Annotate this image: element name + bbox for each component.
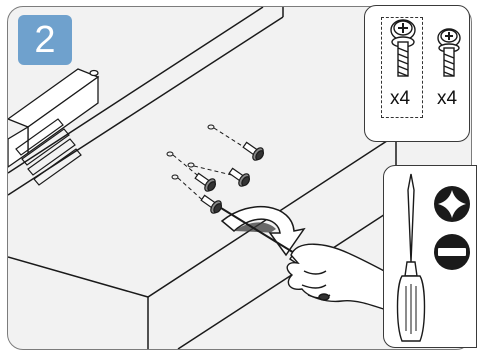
screw-holes <box>167 125 214 179</box>
screws-in-scene <box>193 139 266 216</box>
slotted-drive-icon <box>434 234 470 270</box>
step-number-badge: 2 <box>18 15 72 65</box>
screwdriver-icon <box>398 174 425 341</box>
screw-quantity-1: x4 <box>390 88 410 110</box>
screw-quantity-2: x4 <box>437 88 457 110</box>
bolt-with-washer-icon <box>379 6 427 86</box>
screw-legend-panel: x4 x4 <box>364 5 470 142</box>
tool-legend-panel <box>383 165 477 348</box>
guide-lines <box>173 128 250 205</box>
stand-bracket <box>8 69 98 167</box>
bolt-short-icon <box>425 6 473 86</box>
phillips-drive-icon <box>434 186 470 222</box>
tool-drawing <box>384 166 477 349</box>
rotation-arrow <box>222 207 304 255</box>
